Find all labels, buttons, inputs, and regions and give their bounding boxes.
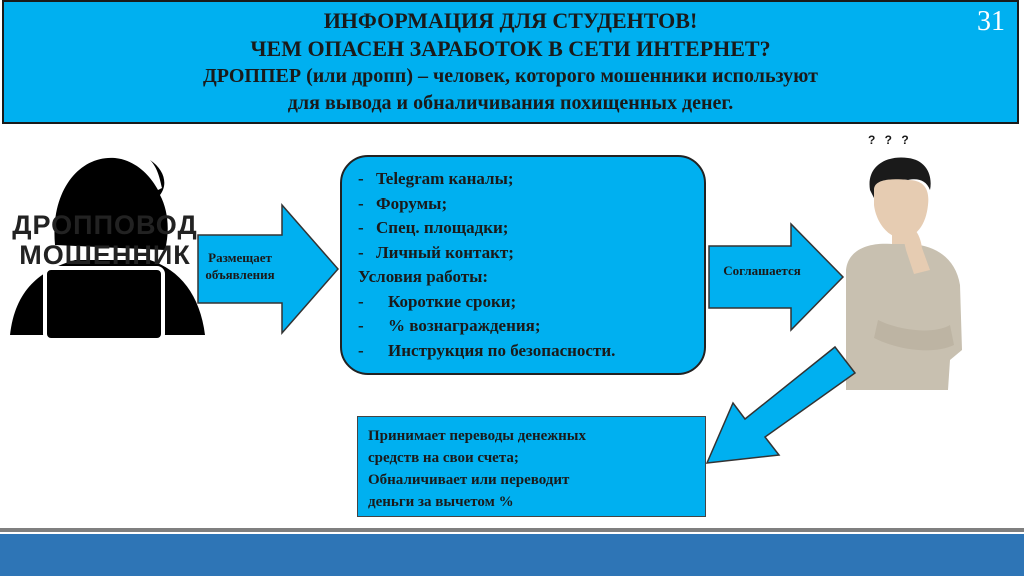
footer-bar — [0, 534, 1024, 576]
arrow2-label: Соглашается — [723, 263, 801, 278]
header-subtitle: ЧЕМ ОПАСЕН ЗАРАБОТОК В СЕТИ ИНТЕРНЕТ? — [250, 36, 771, 61]
arrow1-label-line2: объявления — [205, 267, 275, 282]
result-line: деньги за вычетом % — [368, 494, 514, 510]
channel-item: -Telegram каналы; — [358, 169, 514, 188]
hacker-silhouette-icon — [10, 157, 205, 340]
arrow-right-2 — [708, 222, 845, 332]
arrow1-label-line1: Размещает — [208, 250, 272, 265]
question-marks: ? ? ? — [868, 133, 912, 147]
header-definition-line2: для вывода и обналичивания похищенных де… — [287, 92, 734, 114]
condition-item: -% вознаграждения; — [358, 316, 541, 335]
arrow-diagonal — [705, 345, 857, 464]
header-banner: ИНФОРМАЦИЯ ДЛЯ СТУДЕНТОВ! ЧЕМ ОПАСЕН ЗАР… — [2, 0, 1019, 124]
result-box: Принимает переводы денежных средств на с… — [357, 416, 706, 517]
channel-item: -Личный контакт; — [358, 242, 514, 262]
arrow-right-1 — [197, 203, 339, 335]
condition-item: -Инструкция по безопасности. — [358, 340, 616, 360]
conditions-title: Условия работы: — [358, 267, 489, 286]
hacker-label-line2: МОШЕННИК — [19, 240, 191, 270]
header-title: ИНФОРМАЦИЯ ДЛЯ СТУДЕНТОВ! — [323, 8, 698, 33]
condition-item: -Короткие сроки; — [358, 291, 517, 311]
result-line: Обналичивает или переводит — [368, 472, 570, 488]
channels-box: -Telegram каналы; -Форумы; -Спец. площад… — [340, 155, 706, 375]
footer-divider — [0, 528, 1024, 532]
header-definition-line1: ДРОППЕР (или дропп) – человек, которого … — [203, 65, 818, 87]
result-line: Принимает переводы денежных — [368, 428, 587, 444]
result-line: средств на свои счета; — [368, 450, 519, 466]
arrow1-label: Размещает объявления — [198, 249, 282, 283]
slide-number: 31 — [977, 6, 1005, 37]
channel-item: -Спец. площадки; — [358, 218, 509, 237]
hacker-label: ДРОППОВОД МОШЕННИК — [10, 210, 200, 270]
hacker-label-line1: ДРОППОВОД — [12, 210, 198, 240]
thinking-person-icon — [846, 157, 962, 390]
channel-item: -Форумы; — [358, 193, 448, 213]
